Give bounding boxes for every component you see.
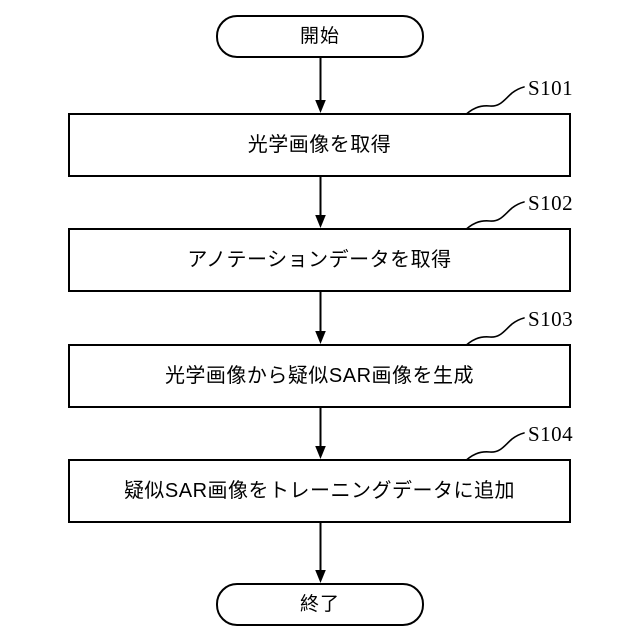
node-s104-label: 疑似SAR画像をトレーニングデータに追加 [123,480,516,502]
node-s103-label: 光学画像から疑似SAR画像を生成 [164,365,475,387]
step-ref-s101: S101 [460,78,600,124]
node-end: 終了 [216,583,424,626]
connector-s103-to-s104 [314,407,327,459]
node-s103: 光学画像から疑似SAR画像を生成 [68,344,571,408]
step-ref-s102-text: S102 [528,191,574,215]
step-ref-s104: S104 [460,424,600,470]
connector-s102-to-s103 [314,292,327,344]
connector-start-to-s101 [314,58,327,113]
node-s104: 疑似SAR画像をトレーニングデータに追加 [68,459,571,523]
connector-s101-to-s102 [314,177,327,228]
node-s102: アノテーションデータを取得 [68,228,571,292]
step-ref-s104-text: S104 [528,422,574,446]
step-ref-s102: S102 [460,193,600,239]
node-s101-label: 光学画像を取得 [247,134,392,156]
step-ref-s101-text: S101 [528,76,574,100]
node-start-label: 開始 [299,26,340,47]
step-ref-s103-text: S103 [528,307,574,331]
node-start: 開始 [216,15,424,58]
node-end-label: 終了 [299,594,340,615]
node-s102-label: アノテーションデータを取得 [187,249,452,271]
node-s101: 光学画像を取得 [68,113,571,177]
step-ref-s103: S103 [460,309,600,355]
connector-s104-to-end [314,523,327,583]
